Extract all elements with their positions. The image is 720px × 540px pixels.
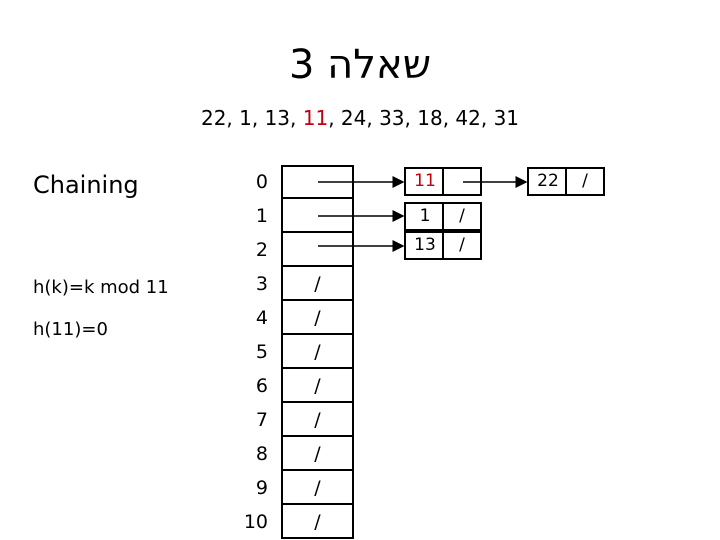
table-index: 10 bbox=[243, 511, 268, 533]
chain-node-key: 13 bbox=[414, 235, 436, 255]
table-index: 9 bbox=[255, 477, 268, 499]
table-slot-value: / bbox=[314, 341, 321, 363]
table-index: 3 bbox=[255, 273, 268, 295]
chain-node-next: / bbox=[582, 171, 588, 191]
node-divider bbox=[565, 169, 567, 194]
slide-title: שאלה 3 bbox=[288, 42, 432, 88]
table-slot bbox=[281, 403, 354, 437]
key-sequence: 22, 1, 13, 11, 24, 33, 18, 42, 31 bbox=[0, 104, 720, 132]
sequence-before: 22, 1, 13, bbox=[200, 106, 297, 130]
chain-node-key: 11 bbox=[414, 171, 436, 191]
node-divider bbox=[442, 233, 444, 258]
table-slot bbox=[281, 505, 354, 539]
table-index: 5 bbox=[255, 341, 268, 363]
table-index: 7 bbox=[255, 409, 268, 431]
table-slot bbox=[281, 437, 354, 471]
table-index: 0 bbox=[255, 171, 268, 193]
hash-of-11-label: h(11)=0 bbox=[33, 319, 108, 340]
method-label: Chaining bbox=[33, 171, 139, 199]
table-index: 8 bbox=[255, 443, 268, 465]
table-slot-value: / bbox=[314, 375, 321, 397]
chain-node-next: / bbox=[459, 206, 465, 226]
table-index: 4 bbox=[255, 307, 268, 329]
node-divider bbox=[442, 169, 444, 194]
sequence-highlight: 11 bbox=[302, 106, 329, 130]
table-index: 1 bbox=[255, 205, 268, 227]
table-slot-value: / bbox=[314, 409, 321, 431]
sequence-after: , 24, 33, 18, 42, 31 bbox=[328, 106, 520, 130]
table-slot-value: / bbox=[314, 511, 321, 533]
chain-node-key: 22 bbox=[537, 171, 559, 191]
node-divider bbox=[442, 204, 444, 229]
table-slot-value: / bbox=[314, 443, 321, 465]
table-slot bbox=[281, 267, 354, 301]
table-slot bbox=[281, 335, 354, 369]
table-index: 2 bbox=[255, 239, 268, 261]
hash-function-label: h(k)=k mod 11 bbox=[33, 277, 169, 298]
chain-node-key: 1 bbox=[419, 206, 431, 226]
chain-node-22: 22 / bbox=[527, 167, 605, 196]
table-slot-value: / bbox=[314, 273, 321, 295]
chain-node-13: 13 / bbox=[404, 231, 482, 260]
table-index: 6 bbox=[255, 375, 268, 397]
chain-node-1: 1 / bbox=[404, 202, 482, 231]
table-slot bbox=[281, 369, 354, 403]
table-slot-value: / bbox=[314, 477, 321, 499]
table-slot bbox=[281, 233, 354, 267]
chain-node-next: / bbox=[459, 235, 465, 255]
table-slot bbox=[281, 471, 354, 505]
table-slot-value: / bbox=[314, 307, 321, 329]
table-slot bbox=[281, 301, 354, 335]
